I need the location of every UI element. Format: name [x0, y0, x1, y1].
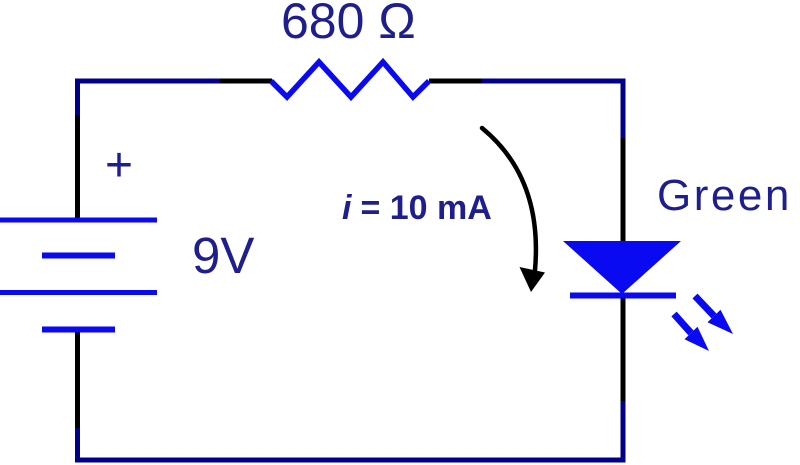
current-label: i= 10 mA	[342, 191, 492, 225]
led-color-label: Green	[657, 171, 792, 220]
current-symbol: i	[342, 189, 352, 227]
battery-symbol	[0, 217, 157, 333]
current-direction-arrow-icon	[479, 125, 545, 292]
battery-voltage-label: 9V	[192, 227, 255, 284]
resistor-value-label: 680 Ω	[281, 0, 416, 49]
led-symbol	[563, 241, 733, 351]
resistor-symbol	[269, 57, 431, 102]
current-value: = 10 mA	[360, 189, 492, 227]
battery-polarity-label: +	[105, 139, 134, 192]
led-triangle	[563, 241, 681, 294]
light-emission-arrows-icon	[671, 293, 733, 351]
